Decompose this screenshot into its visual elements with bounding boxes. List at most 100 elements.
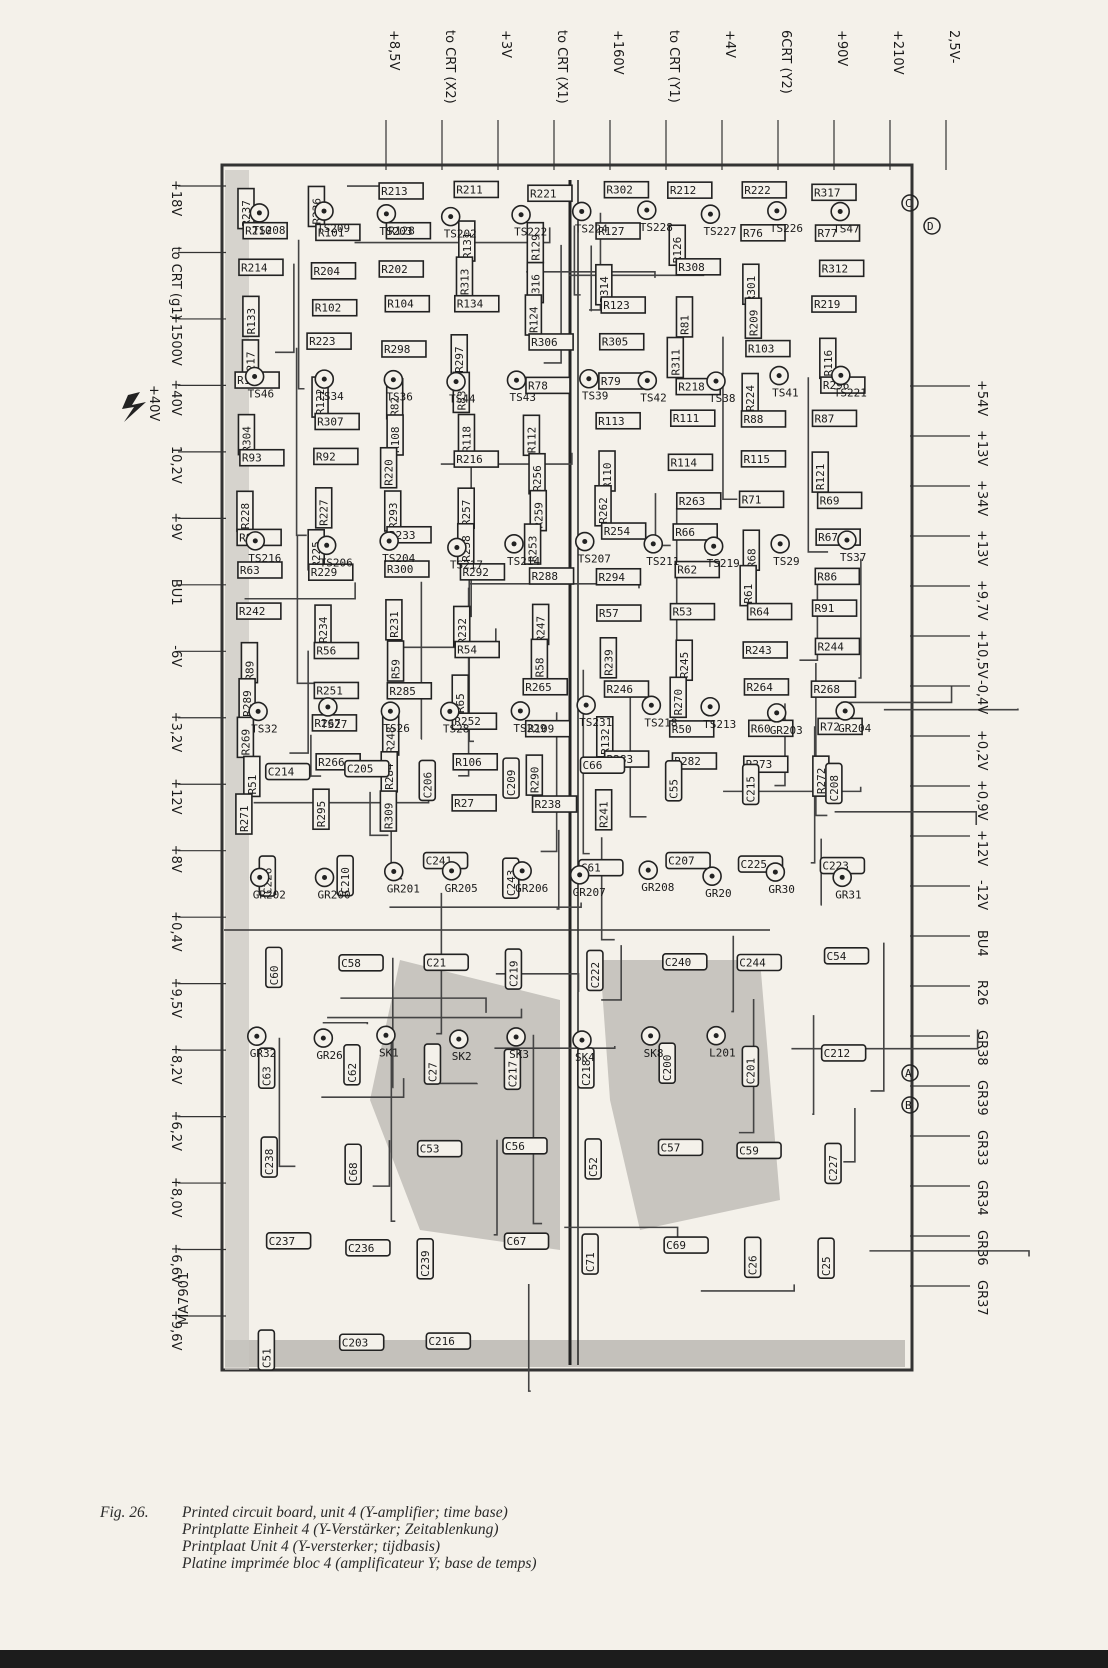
- component-ref: R204: [314, 265, 341, 278]
- component-ref: TS47: [833, 223, 860, 236]
- component-ref: TS224: [575, 222, 608, 235]
- component-ref: C56: [505, 1140, 525, 1153]
- undefined-label: to CRT (g1): [168, 246, 183, 319]
- resistor-r237: R237: [237, 187, 255, 230]
- capacitor-c53: C53: [416, 1139, 463, 1158]
- component-ref: TS216: [248, 552, 281, 565]
- semiconductor-ts208: TS208: [249, 203, 286, 237]
- resistor-r243: R243: [742, 641, 789, 659]
- component-ref: R266: [318, 756, 345, 769]
- resistor-r104: R104: [384, 294, 431, 313]
- component-ref: C59: [739, 1144, 759, 1157]
- semiconductor-gr26: GR26: [313, 1028, 343, 1062]
- component-ref: R239: [602, 649, 615, 676]
- undefined-label: +8,0V: [168, 1177, 183, 1218]
- resistor-r245: R245: [675, 639, 694, 682]
- component-ref: C66: [582, 759, 602, 772]
- semiconductor-ts231: TS231: [576, 695, 612, 729]
- component-ref: R267: [314, 717, 341, 730]
- undefined-label: GR33: [974, 1130, 989, 1166]
- resistor-r253: R253: [523, 523, 542, 565]
- component-ref: C218: [580, 1059, 593, 1086]
- component-ref: C200: [661, 1055, 674, 1082]
- capacitor-c237: C237: [265, 1232, 312, 1250]
- semiconductor-sk3: SK3: [506, 1027, 529, 1061]
- resistor-r86: R86: [814, 567, 861, 586]
- capacitor-c201: C201: [741, 1045, 760, 1088]
- component-ref: R271: [238, 806, 251, 833]
- component-ref: C201: [744, 1058, 757, 1085]
- component-ref: TS229: [513, 722, 546, 735]
- capacitor-c205: C205: [344, 759, 390, 778]
- figure-caption: Fig. 26. Printed circuit board, unit 4 (…: [100, 1504, 900, 1572]
- undefined-label: +0,2V: [974, 730, 989, 771]
- component-ref: R243: [745, 644, 772, 657]
- resistor-r56: R56: [313, 641, 360, 660]
- component-ref: R108: [389, 427, 402, 454]
- resistor-r314: R314: [595, 263, 613, 306]
- component-ref: R89: [243, 661, 256, 681]
- component-ref: GR26: [316, 1049, 343, 1062]
- scan-edge: [0, 1650, 1108, 1668]
- resistor-r106: R106: [452, 753, 499, 771]
- undefined-label: -6V: [168, 645, 183, 667]
- semiconductor-ts218: TS218: [641, 695, 677, 729]
- undefined-label: +3V: [498, 30, 513, 58]
- capacitor-c66: C66: [579, 756, 626, 774]
- component-ref: R218: [678, 381, 705, 394]
- semiconductor-gr204: GR204: [835, 701, 872, 735]
- component-ref: R213: [381, 185, 408, 198]
- component-ref: R263: [679, 495, 706, 508]
- semiconductor-ts207: TS207: [574, 531, 611, 566]
- component-ref: R62: [677, 564, 697, 577]
- component-ref: C219: [507, 961, 520, 988]
- capacitor-c21: C21: [423, 953, 470, 972]
- component-ref: GR30: [768, 883, 795, 896]
- component-ref: C239: [419, 1250, 432, 1277]
- undefined-label: +0,9V: [974, 780, 989, 821]
- semiconductor-ts36: TS36: [383, 369, 413, 404]
- component-ref: R298: [384, 343, 411, 356]
- component-ref: C71: [584, 1252, 597, 1272]
- semiconductor-gr203: GR203: [766, 703, 803, 737]
- capacitor-c217: C217: [503, 1048, 522, 1091]
- resistor-r123: R123: [600, 296, 647, 314]
- resistor-r112: R112: [522, 414, 541, 457]
- component-ref: GR31: [835, 888, 862, 901]
- component-ref: R297: [453, 346, 466, 373]
- resistor-r89: R89: [240, 641, 259, 684]
- component-ref: R268: [813, 683, 840, 696]
- resistor-r68: R68: [742, 529, 761, 572]
- component-ref: TS41: [772, 387, 799, 400]
- component-ref: R269: [239, 729, 252, 756]
- resistor-r111: R111: [669, 409, 716, 427]
- component-ref: GR20: [705, 887, 732, 900]
- capacitor-c57: C57: [657, 1138, 704, 1157]
- component-ref: R313: [458, 269, 471, 296]
- hv-label: +40V: [146, 385, 161, 421]
- resistor-r270: R270: [669, 676, 687, 719]
- undefined-label: +3,2V: [168, 712, 183, 753]
- component-ref: C25: [820, 1256, 833, 1276]
- component-ref: C210: [339, 867, 352, 894]
- component-ref: TS32: [251, 722, 278, 735]
- resistor-r295: R295: [312, 788, 330, 831]
- component-ref: GR203: [770, 724, 803, 737]
- component-ref: R262: [597, 497, 610, 524]
- resistor-r71: R71: [738, 490, 785, 509]
- undefined-label: -0,4V: [974, 680, 989, 714]
- component-ref: TS43: [509, 391, 536, 404]
- semiconductor-gr30: GR30: [765, 862, 795, 896]
- capacitor-c69: C69: [663, 1236, 709, 1254]
- component-ref: R306: [531, 336, 558, 349]
- capacitor-c25: C25: [817, 1237, 835, 1279]
- resistor-r231: R231: [385, 598, 403, 641]
- component-ref: C237: [269, 1235, 296, 1248]
- resistor-r81: R81: [675, 296, 694, 338]
- semiconductor-ts224: TS224: [571, 201, 608, 235]
- undefined-label: +6,6V: [168, 1244, 183, 1285]
- resistor-r308: R308: [675, 258, 722, 276]
- semiconductor-ts29: TS29: [770, 534, 800, 568]
- semiconductor-ts28: TS28: [440, 701, 469, 735]
- component-ref: R53: [672, 606, 692, 619]
